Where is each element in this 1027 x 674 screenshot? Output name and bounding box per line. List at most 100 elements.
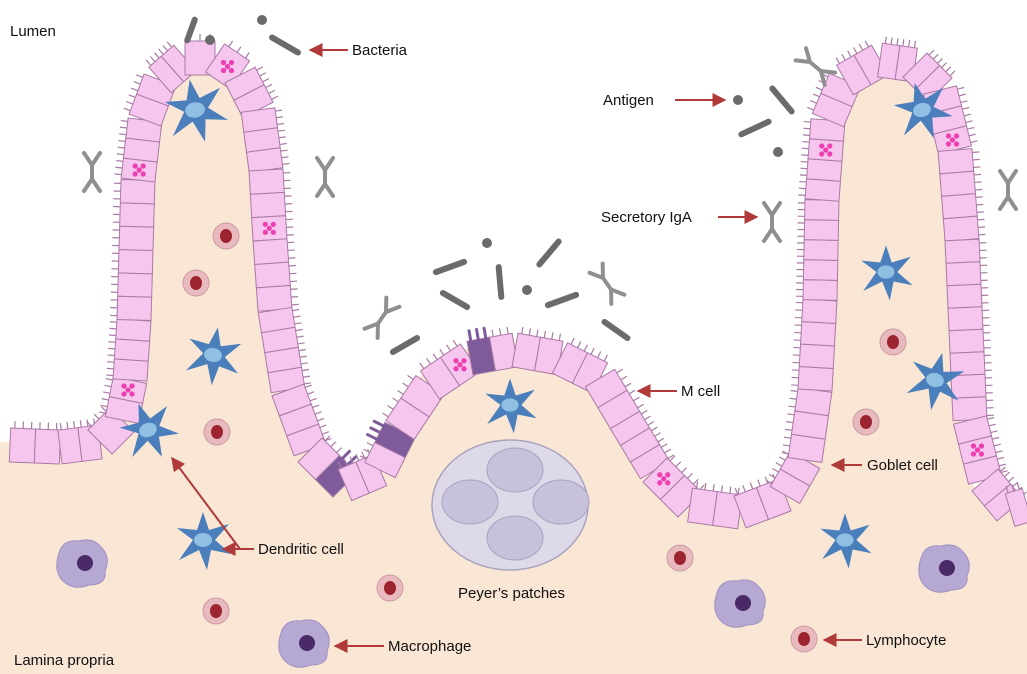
microvillus [976,197,983,198]
epithelial-cell [946,262,981,286]
microvillus [786,422,793,423]
microvillus [972,152,979,153]
lymphocyte [203,598,229,624]
microvillus [101,407,106,412]
microvillus [799,182,806,183]
microvillus [115,174,122,175]
microvillus [300,356,307,357]
microvillus [118,141,125,142]
goblet-granule [979,451,984,456]
lymphocyte-nucleus [190,276,202,290]
bacterium [741,122,768,135]
microvillus [957,88,964,90]
goblet-granule [267,226,272,231]
microvillus [237,47,241,53]
macrophage [919,545,970,592]
antigen-particle [257,15,267,25]
antibody-arm [84,179,100,191]
microvillus [304,383,311,384]
microvillus [537,330,538,337]
epithelial-cell [798,367,833,391]
microvillus [1013,482,1018,486]
epithelial-cell [34,429,60,464]
lymphocyte [853,409,879,435]
microvillus [296,329,303,330]
microvillus [973,167,980,168]
microvillus [665,449,671,453]
goblet-granule [141,171,146,176]
bacterium [605,322,628,338]
macrophage-label: Macrophage [388,638,471,655]
microvillus [260,73,266,76]
microvillus [67,422,68,429]
epithelial-cell [805,200,839,221]
microvillus [966,121,973,123]
microvillus [337,448,342,453]
goblet-granule [971,451,976,456]
microvillus [977,212,984,213]
microvillus [604,355,607,361]
microvillus [788,406,795,407]
microvillus [1017,483,1019,490]
epithelial-cell [804,240,838,261]
microvillus [280,143,287,144]
microvillus [976,204,983,205]
microvillus [848,51,851,57]
lymphocyte-nucleus [860,415,872,429]
microvillus [269,90,275,93]
microvillus [687,473,692,478]
epithelial-cell [938,149,974,174]
microvillus [971,141,978,143]
epithelial-cell [807,159,842,182]
secretory-iga-antibody [1000,171,1016,209]
microvillus [299,349,306,350]
goblet-granule [971,443,976,448]
microvillus [933,54,938,59]
microvillus [310,398,317,400]
microvillus [427,358,431,364]
microvillus [772,469,778,472]
microvillus [802,142,809,143]
microvillus [155,53,160,58]
lamina-propria-label: Lamina propria [14,652,115,669]
microvillus [799,188,806,189]
dendritic-cell-nucleus [877,265,894,278]
epithelial-cell [805,179,840,202]
goblet-cell-label: Goblet cell [867,457,938,474]
bacterium [539,242,558,265]
microvillus [317,418,324,420]
microvillus [969,134,976,136]
microvillus [961,101,968,103]
microvillus [803,128,810,129]
microvillus [617,369,623,373]
epithelial-cell [688,488,718,525]
peyers-patch [432,440,589,570]
lymphocyte [791,626,817,652]
microvillus [298,343,305,344]
microvillus [331,442,336,447]
epithelial-cell [802,299,837,323]
lymphocyte-nucleus [211,425,223,439]
epithelial-cell [256,285,292,311]
macrophage [715,580,766,627]
macrophage-nucleus [735,595,751,611]
lymphocyte-nucleus [798,632,810,646]
microvillus [159,49,164,54]
lymphocyte [204,419,230,445]
microvillus [997,458,1004,460]
microvillus [257,67,263,70]
microvillus [163,45,168,50]
epithelial-cell [117,296,152,320]
microvillus [975,189,982,190]
epithelial-cell [803,280,837,301]
microvillus [447,345,451,351]
microvillus [150,56,155,61]
microvillus [800,168,807,169]
microvillus [279,137,286,138]
macrophage-nucleus [939,560,955,576]
microvillus [320,425,327,427]
microvillus [117,154,124,155]
microvillus [991,431,998,433]
peyers-follicle [442,480,498,524]
microvillus [758,480,760,487]
